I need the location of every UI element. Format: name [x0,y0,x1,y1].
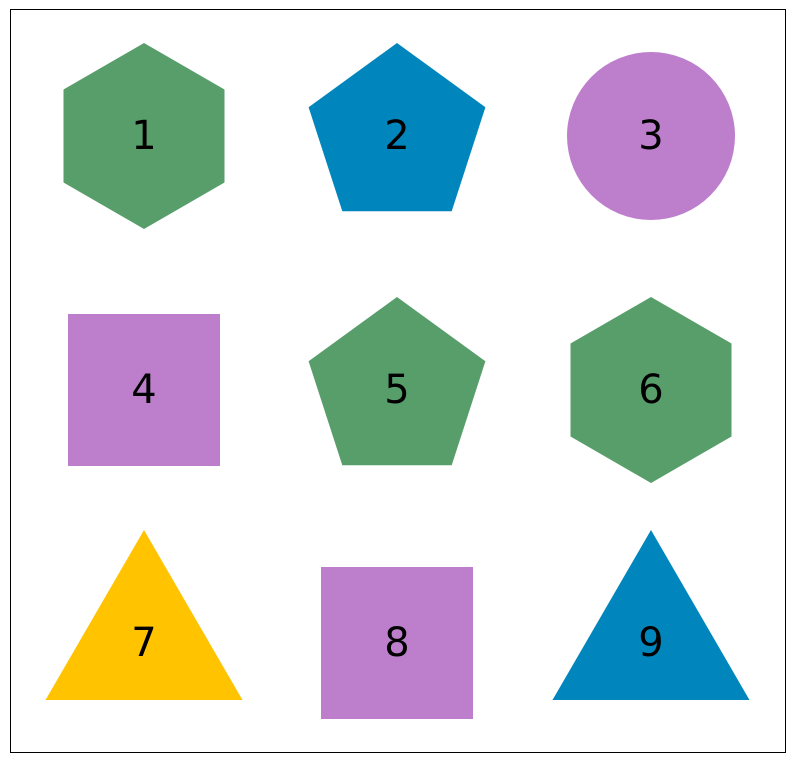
shape-number-label: 5 [384,367,409,413]
shape-number-label: 9 [638,620,663,666]
triangle-shape [552,530,750,700]
square-shape [321,567,473,719]
shape-cell-5: 5 [308,297,486,466]
shape-cell-4: 4 [68,314,220,466]
shape-number-label: 3 [638,113,663,159]
triangle-shape [45,530,243,700]
shape-number-label: 4 [131,367,156,413]
shape-number-label: 7 [131,620,156,666]
shape-cell-9: 9 [552,530,750,700]
shape-number-label: 6 [638,367,663,413]
shape-number-label: 8 [384,620,409,666]
shape-cell-3: 3 [567,52,735,220]
hexagon-shape [570,297,732,483]
square-shape [68,314,220,466]
hexagon-shape [63,43,225,229]
shape-cell-7: 7 [45,530,243,700]
shape-cell-1: 1 [63,43,225,229]
circle-shape [567,52,735,220]
figure-frame [10,9,786,753]
shape-cell-6: 6 [570,297,732,483]
pentagon-shape [308,43,486,212]
shape-cell-2: 2 [308,43,486,212]
pentagon-shape [308,297,486,466]
shape-cell-8: 8 [321,567,473,719]
shape-number-label: 2 [384,113,409,159]
shape-number-label: 1 [131,113,156,159]
